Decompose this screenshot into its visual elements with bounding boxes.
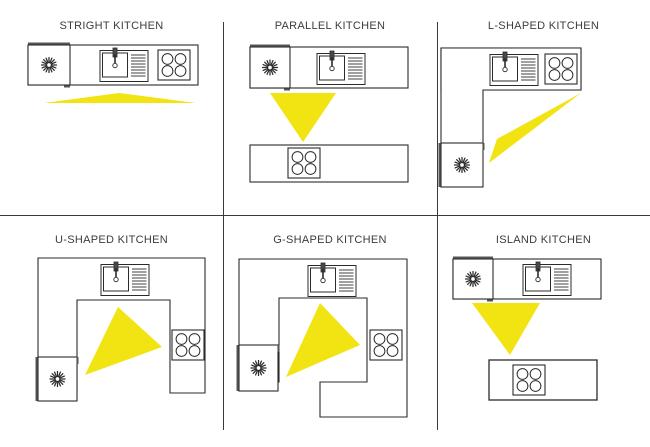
sink-icon bbox=[100, 261, 150, 296]
sink-icon bbox=[522, 261, 572, 296]
snowflake-icon bbox=[40, 56, 58, 74]
counter-run-parallel-bottom bbox=[249, 144, 409, 183]
panel-title-island: ISLAND KITCHEN bbox=[495, 234, 592, 246]
snowflake-icon bbox=[250, 359, 267, 377]
panel-straight-kitchen bbox=[27, 42, 199, 103]
sink-icon bbox=[99, 47, 149, 82]
panel-parallel-kitchen bbox=[249, 44, 409, 183]
sink-icon bbox=[316, 50, 366, 85]
snowflake-icon bbox=[464, 270, 482, 288]
cooktop-icon bbox=[171, 329, 205, 361]
vertical-divider-left bbox=[223, 22, 224, 430]
sink-icon bbox=[307, 262, 357, 297]
snowflake-icon bbox=[49, 370, 66, 388]
snowflake-icon bbox=[453, 156, 471, 174]
panel-title-parallel: PARALLEL KITCHEN bbox=[274, 20, 386, 32]
cooktop-icon bbox=[287, 147, 321, 179]
panel-g-shaped-kitchen bbox=[236, 258, 408, 418]
sink-icon bbox=[489, 51, 539, 86]
panel-island-kitchen bbox=[452, 256, 602, 401]
cooktop-icon bbox=[157, 49, 191, 81]
work-triangle-parallel bbox=[270, 93, 336, 142]
cooktop-icon bbox=[544, 53, 578, 85]
work-triangle-u-shaped bbox=[85, 307, 162, 375]
panel-title-straight: STRIGHT KITCHEN bbox=[59, 20, 164, 32]
panel-u-shaped-kitchen bbox=[35, 257, 206, 402]
cooktop-icon bbox=[512, 364, 546, 396]
panel-title-l-shaped: L-SHAPED KITCHEN bbox=[487, 20, 600, 32]
panel-l-shaped-kitchen bbox=[438, 47, 582, 188]
vertical-divider-right bbox=[437, 22, 438, 430]
work-triangle-l-shaped bbox=[489, 93, 581, 163]
work-triangle-g-shaped bbox=[286, 303, 360, 377]
fridge-unit-g-shaped bbox=[238, 344, 279, 392]
work-triangle-island bbox=[472, 303, 540, 355]
work-triangle-straight bbox=[44, 93, 196, 103]
snowflake-icon bbox=[261, 59, 279, 76]
panel-title-u-shaped: U-SHAPED KITCHEN bbox=[55, 234, 168, 246]
cooktop-icon bbox=[369, 329, 403, 361]
horizontal-divider bbox=[0, 215, 650, 216]
panel-title-g-shaped: G-SHAPED KITCHEN bbox=[273, 234, 387, 246]
